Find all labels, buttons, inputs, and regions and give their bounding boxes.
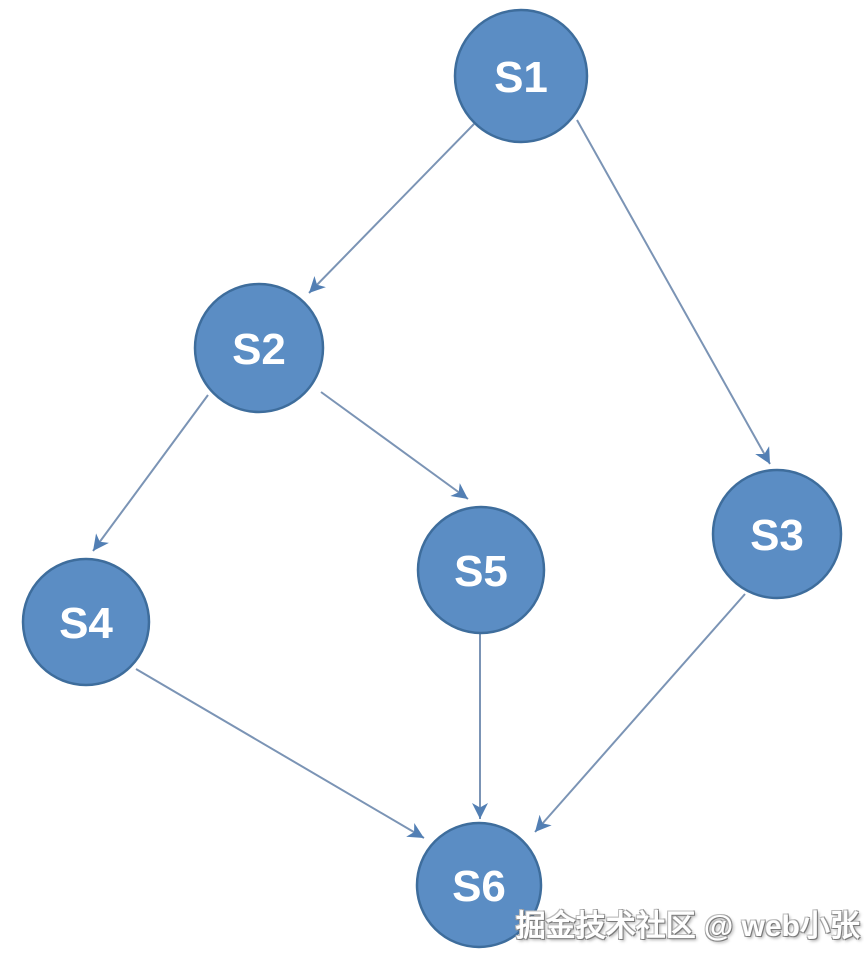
edge-S1-to-S3 xyxy=(576,119,771,465)
edge-S4-to-S6 xyxy=(135,668,425,839)
node-circle-S4 xyxy=(21,557,151,687)
node-S2: S2 xyxy=(193,282,325,414)
node-label-S3: S3 xyxy=(750,511,804,560)
node-circle-S1 xyxy=(453,8,589,144)
node-S1: S1 xyxy=(453,8,589,144)
edge-S3-to-S6 xyxy=(534,593,746,833)
node-S3: S3 xyxy=(711,468,843,600)
node-label-S4: S4 xyxy=(59,599,113,648)
watermark-text: 掘金技术社区 @ web小张 xyxy=(515,910,860,943)
node-circle-S2 xyxy=(193,282,325,414)
edge-S1-to-S2 xyxy=(308,123,475,294)
node-S4: S4 xyxy=(21,557,151,687)
node-circle-S5 xyxy=(416,505,546,635)
node-label-S6: S6 xyxy=(452,862,506,911)
node-label-S2: S2 xyxy=(232,325,286,374)
edges-layer xyxy=(92,119,771,839)
node-S5: S5 xyxy=(416,505,546,635)
edge-S2-to-S4 xyxy=(92,394,209,552)
node-label-S1: S1 xyxy=(494,53,548,102)
node-circle-S3 xyxy=(711,468,843,600)
node-circle-S6 xyxy=(415,821,543,949)
node-label-S5: S5 xyxy=(454,547,508,596)
edge-S2-to-S5 xyxy=(320,391,469,500)
node-S6: S6 xyxy=(415,821,543,949)
